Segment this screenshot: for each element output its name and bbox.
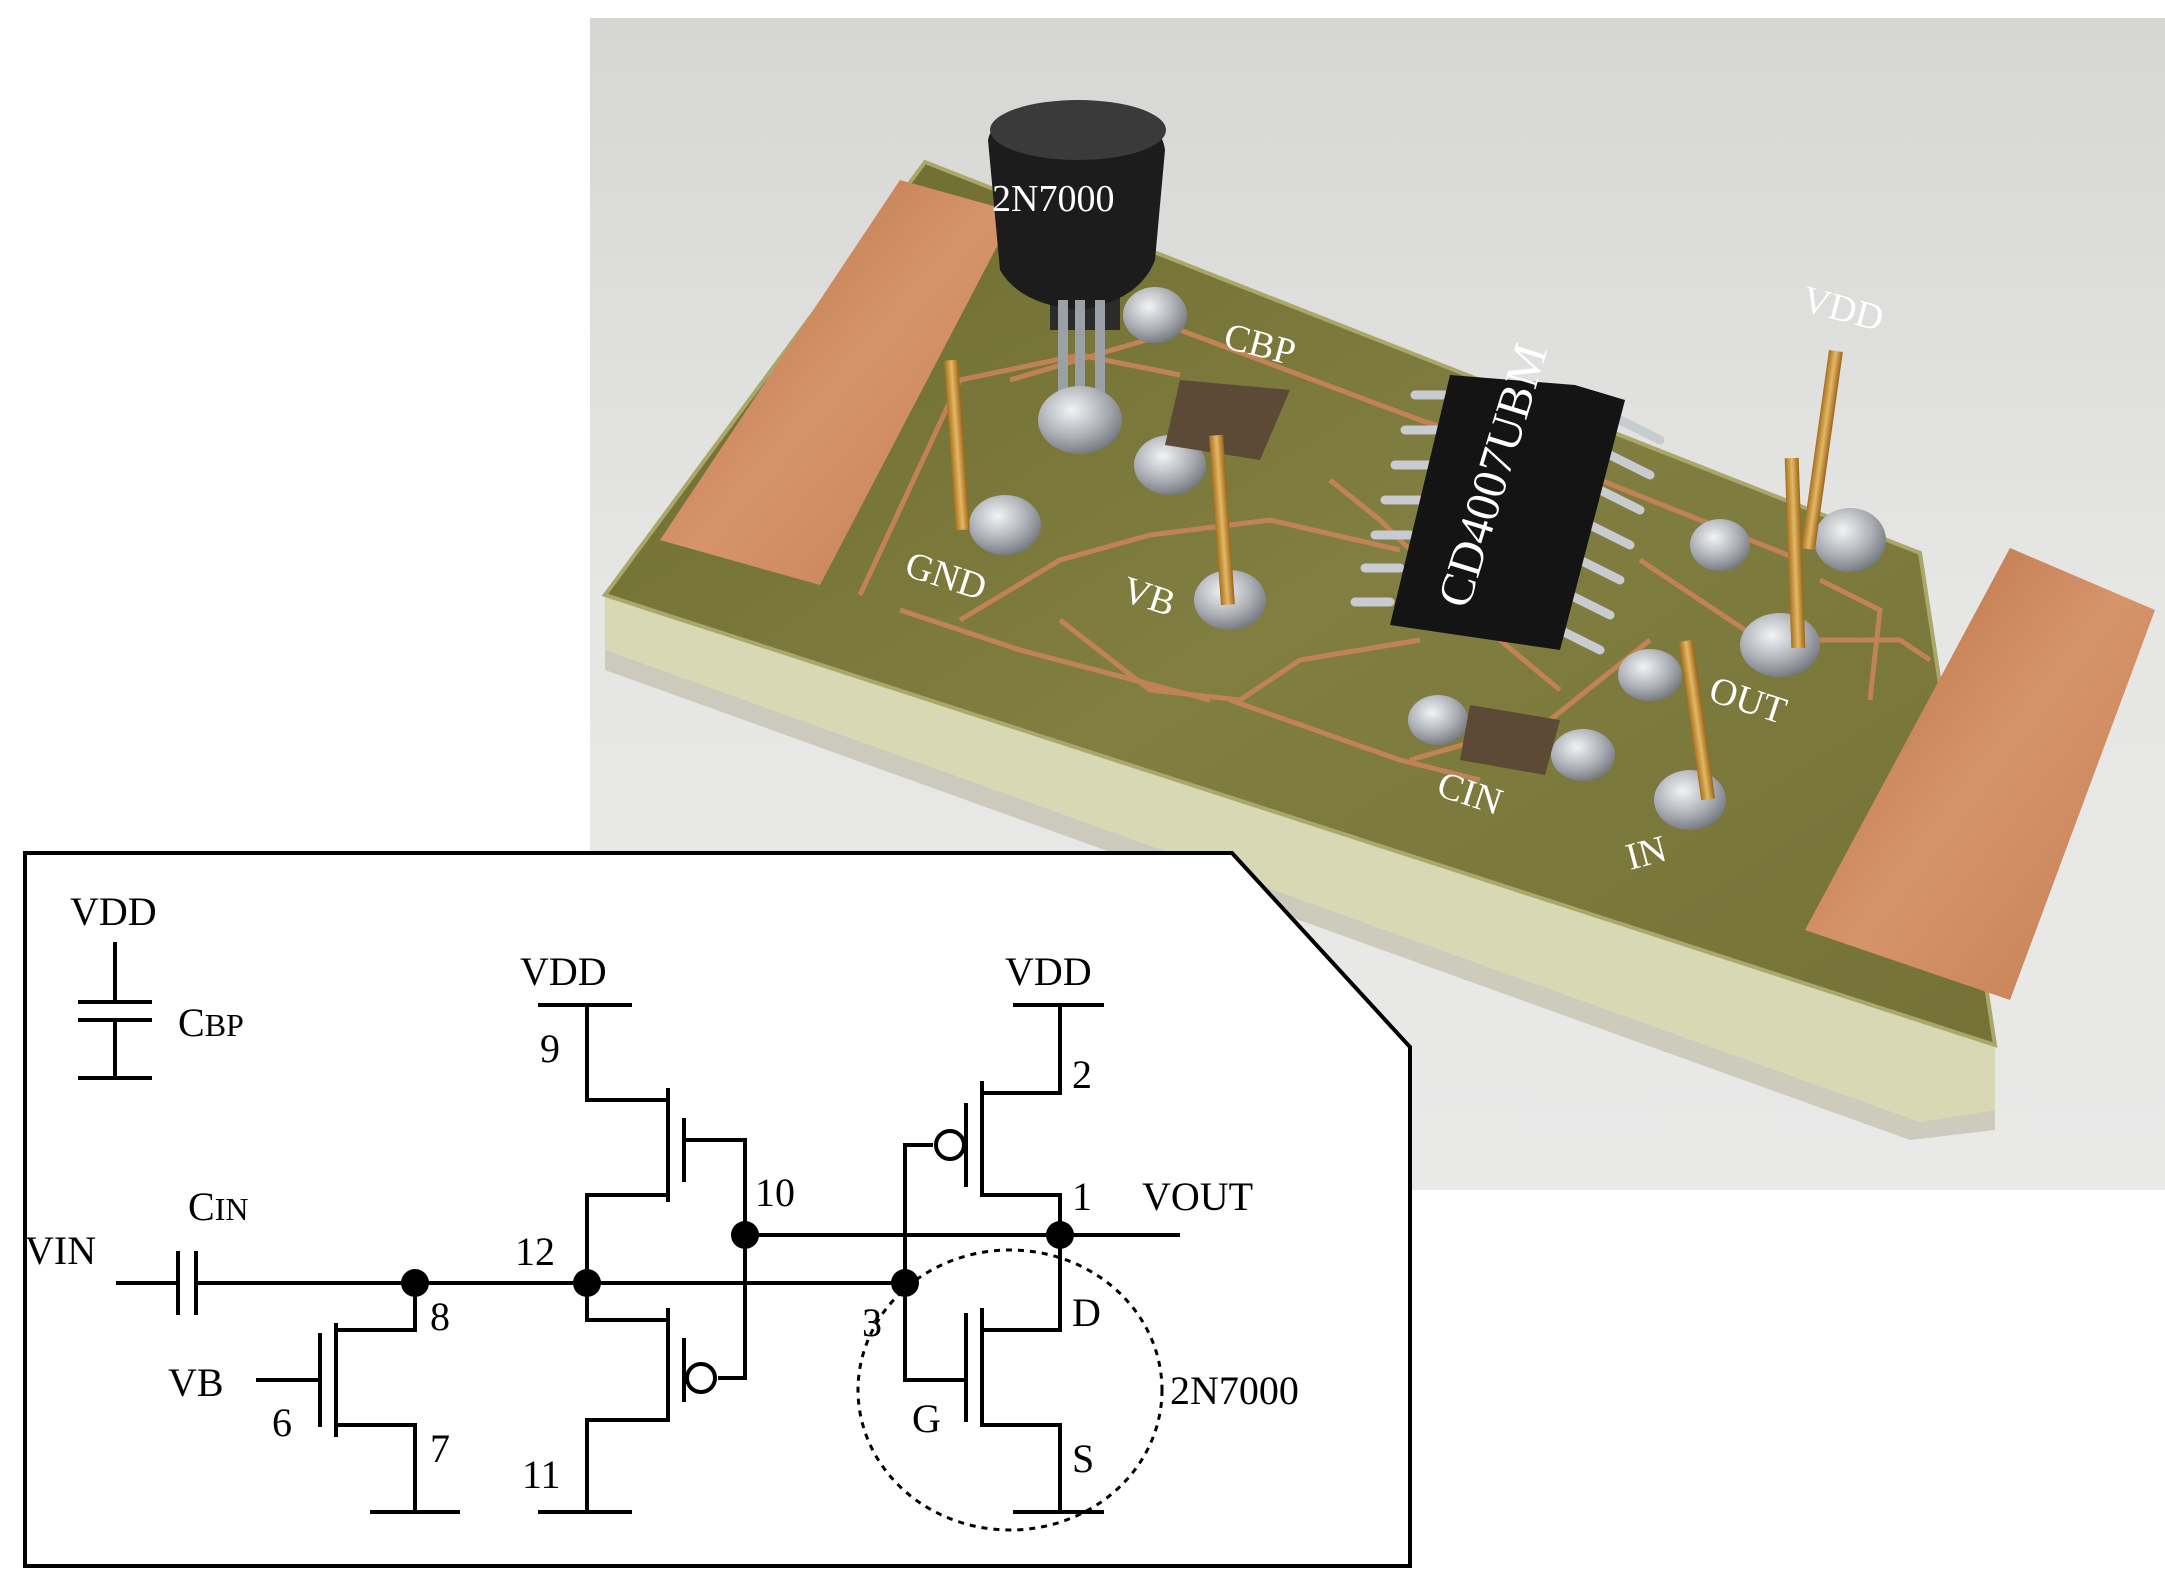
schem-label-cin: CIN	[188, 1184, 248, 1229]
header-pins	[944, 349, 1843, 801]
schematic-frame	[23, 851, 1412, 1568]
schem-label-cbp: CBP	[178, 1000, 244, 1045]
schematic-panel: VDD CBP CIN VIN VB VDD VDD VOUT 2N7000 D…	[23, 851, 1412, 1568]
schem-label-2n7000: 2N7000	[1170, 1368, 1299, 1413]
pin-label-3: 3	[862, 1300, 882, 1345]
transistor-2n7000	[988, 100, 1166, 420]
bias-nmos	[256, 1281, 460, 1514]
ic-cd4007	[1350, 375, 1665, 655]
photo-label-2n7000: 2N7000	[992, 178, 1114, 220]
pin-label-11: 11	[522, 1452, 561, 1497]
capacitor-cin	[1460, 705, 1560, 775]
nmos-highlight-circle	[856, 1248, 1164, 1532]
schem-label-vout: VOUT	[1142, 1174, 1253, 1219]
cmos-inverter	[538, 1003, 747, 1514]
bypass-capacitor	[78, 942, 152, 1080]
pin-label-6: 6	[272, 1400, 292, 1445]
pin-label-7: 7	[430, 1426, 450, 1471]
pin-label-10: 10	[755, 1170, 795, 1215]
schem-label-vb: VB	[168, 1360, 224, 1405]
schem-label-vdd-mid: VDD	[520, 949, 607, 994]
schem-label-s: S	[1072, 1436, 1094, 1481]
pin-label-9: 9	[540, 1026, 560, 1071]
junction-dots	[401, 1221, 1074, 1297]
board-edge	[605, 595, 1995, 1122]
schem-label-vin: VIN	[25, 1228, 96, 1273]
pmos-bubble-lower	[685, 1362, 717, 1394]
schem-label-vdd-cap: VDD	[70, 889, 157, 934]
capacitor-cbp	[1165, 380, 1290, 460]
pmos-bubble-upper	[934, 1129, 966, 1161]
schem-label-d: D	[1072, 1290, 1101, 1335]
copper-pad-right	[1805, 548, 2155, 1000]
pin-label-12: 12	[515, 1229, 555, 1274]
pin-label-1: 1	[1072, 1174, 1092, 1219]
schem-label-vdd-right: VDD	[1005, 949, 1092, 994]
pin-label-8: 8	[430, 1294, 450, 1339]
schem-label-g: G	[912, 1396, 941, 1441]
pin-label-2: 2	[1072, 1052, 1092, 1097]
copper-pad-left	[660, 180, 1015, 585]
